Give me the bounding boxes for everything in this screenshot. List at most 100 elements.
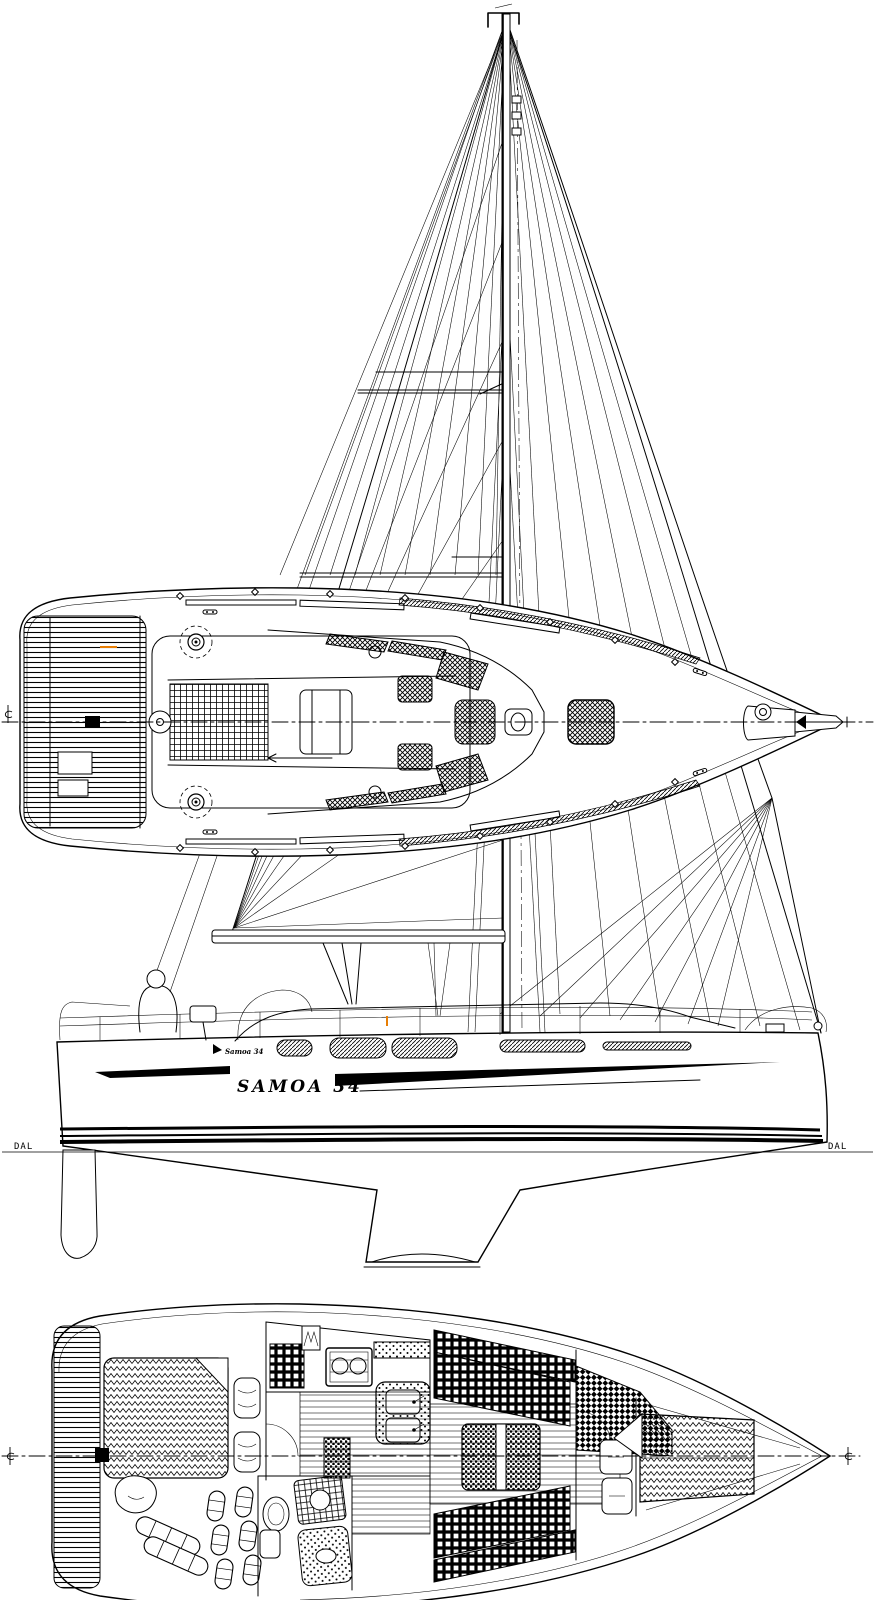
- mooring-cleat: [202, 829, 218, 835]
- burner: [331, 1357, 349, 1375]
- stern-radar-ball: [146, 969, 166, 989]
- sail-plan-view: SAMOA 34 Samoa 34 DAL: [2, 3, 873, 1268]
- cabin-hatch: [397, 743, 433, 771]
- bow-pulpit: [744, 1006, 827, 1033]
- genoa-track: [299, 833, 405, 845]
- toilet-tank: [259, 1529, 281, 1559]
- mooring-cleat: [202, 609, 218, 615]
- toe-rail-band: [398, 779, 701, 847]
- berth-sheet-fold: [194, 1357, 229, 1394]
- jib-foot: [771, 797, 822, 1034]
- galley-stove: [325, 1347, 373, 1387]
- locker-door-swing: [579, 1411, 611, 1443]
- forward-cabin: [613, 1403, 801, 1511]
- stern-arch: [138, 985, 178, 1033]
- genoa-track: [185, 838, 297, 845]
- angled-hatch: [435, 651, 489, 691]
- boom-vang: [322, 942, 362, 1005]
- stern-pushpit: [59, 1001, 131, 1041]
- berth-filler-cushion: [613, 1412, 643, 1459]
- aft-berth: [103, 1357, 229, 1479]
- hull-windows: [276, 1037, 692, 1059]
- halyard-dashline: [516, 39, 523, 1031]
- deck-centerline: [1, 704, 874, 724]
- jib: [499, 23, 822, 1034]
- mainsail: [231, 25, 509, 933]
- hull-profile: SAMOA 34 Samoa 34: [56, 989, 828, 1268]
- skylight-strip: [325, 633, 389, 653]
- genoa-track: [185, 599, 297, 606]
- bow-windlass-profile: [765, 1023, 785, 1033]
- waterline: DAL DAL: [2, 1142, 873, 1153]
- angled-hatch: [435, 753, 489, 793]
- galley-worktop: [373, 1341, 431, 1359]
- outboard-motor: [189, 1005, 217, 1023]
- centerline-mark: [4, 704, 13, 724]
- hull-name-text: SAMOA 34: [237, 1077, 363, 1097]
- transom-locker: [57, 779, 89, 797]
- locker-band: [433, 1329, 576, 1383]
- traveler-arrow: [267, 753, 333, 763]
- settee-lower: [433, 1485, 571, 1559]
- door-swing: [265, 1423, 299, 1457]
- skylight-strip: [325, 791, 389, 811]
- masthead-crane: [487, 12, 520, 28]
- keel-bulb: [371, 1253, 476, 1263]
- mainsail-panel-fan: [279, 26, 506, 576]
- interior-inner-line: [58, 1311, 823, 1600]
- deck-plan-view: [1, 587, 874, 857]
- interior-plan-view: [1, 1303, 861, 1600]
- stanchions: [99, 1006, 741, 1040]
- mast-step: [511, 95, 522, 104]
- toilet-bowl: [262, 1496, 290, 1532]
- pillow: [233, 1431, 261, 1473]
- forestay: [506, 23, 822, 1034]
- coachroof: [234, 1002, 736, 1042]
- mast-step: [511, 111, 522, 120]
- stern-stowage: [114, 1475, 263, 1591]
- genoa-track: [469, 810, 561, 832]
- boom: [211, 929, 506, 1017]
- head-compartment: [257, 1475, 353, 1597]
- galley-locker: [269, 1343, 305, 1389]
- transom-steps: [53, 1325, 101, 1589]
- skylight-strip: [387, 640, 447, 661]
- vent-zigzag: [303, 1331, 319, 1347]
- mast: [487, 3, 523, 1033]
- mainsail-battens: [299, 371, 509, 578]
- toe-rail-band: [398, 597, 701, 665]
- beanbag: [114, 1475, 157, 1514]
- logo-sail-icon: [213, 1044, 222, 1054]
- boot-stripe: [59, 1124, 824, 1144]
- waterline-label-right: DAL: [828, 1142, 847, 1152]
- genoa-track: [299, 599, 405, 611]
- interior-centerline: [1, 1446, 861, 1466]
- shower-drain: [315, 1548, 337, 1564]
- locker-band: [433, 1529, 576, 1583]
- cabin-hatch: [397, 675, 433, 703]
- table-leaf: [495, 1423, 507, 1491]
- hull-outline: [56, 1031, 828, 1263]
- furler-drum: [813, 1021, 823, 1031]
- aft-cabin: [103, 1329, 299, 1481]
- deck-hardware-profile: [59, 969, 827, 1041]
- cabin-logo-text: Samoa 34: [225, 1047, 264, 1056]
- jib-sheet-fan: [499, 797, 773, 1027]
- settee-upper: [433, 1351, 571, 1427]
- sprayhood: [237, 989, 313, 1041]
- burner: [349, 1357, 367, 1375]
- pillow: [233, 1377, 261, 1419]
- head-sink: [309, 1489, 331, 1511]
- skylight-strip: [387, 783, 447, 804]
- deck-fittings: [176, 588, 708, 856]
- mainsheet: [427, 942, 451, 1017]
- hull-graphics: SAMOA 34 Samoa 34: [95, 1044, 780, 1097]
- genoa-track: [469, 612, 561, 634]
- transom-locker: [57, 751, 93, 775]
- vent-box: [301, 1325, 321, 1351]
- saloon: [433, 1329, 576, 1583]
- waterline-label-left: DAL: [14, 1142, 33, 1152]
- rudder: [60, 1149, 98, 1259]
